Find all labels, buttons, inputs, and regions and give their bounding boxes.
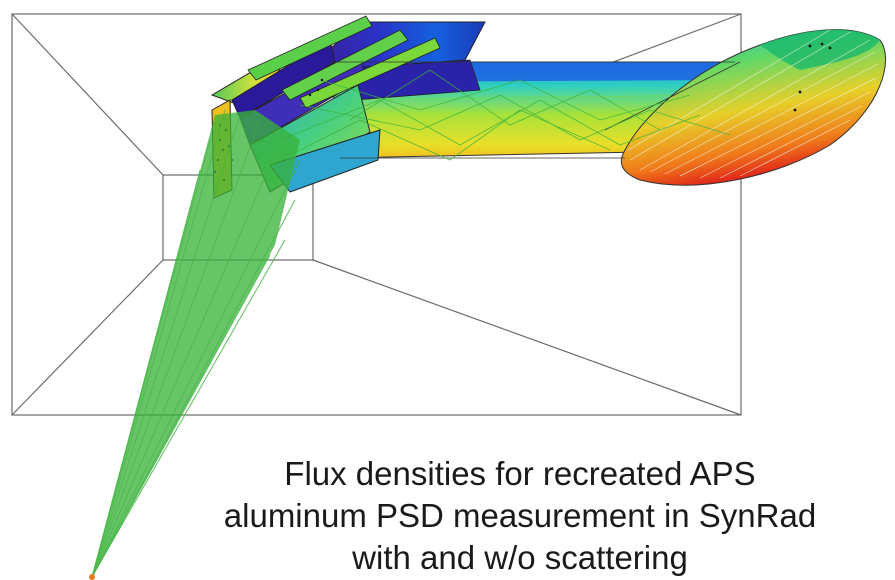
source-point bbox=[89, 574, 95, 580]
tube-edges bbox=[330, 61, 741, 159]
slats bbox=[247, 15, 441, 109]
figure-caption: Flux densities for recreated APS aluminu… bbox=[150, 453, 890, 579]
ray-fan bbox=[91, 109, 301, 578]
caption-line-3: with and w/o scattering bbox=[352, 539, 688, 576]
cone-ray-lines bbox=[627, 29, 879, 179]
exit-cone bbox=[620, 29, 887, 186]
reflected-rays bbox=[259, 69, 731, 171]
caption-line-2: aluminum PSD measurement in SynRad bbox=[223, 497, 817, 534]
caption-line-1: Flux densities for recreated APS bbox=[284, 455, 756, 492]
